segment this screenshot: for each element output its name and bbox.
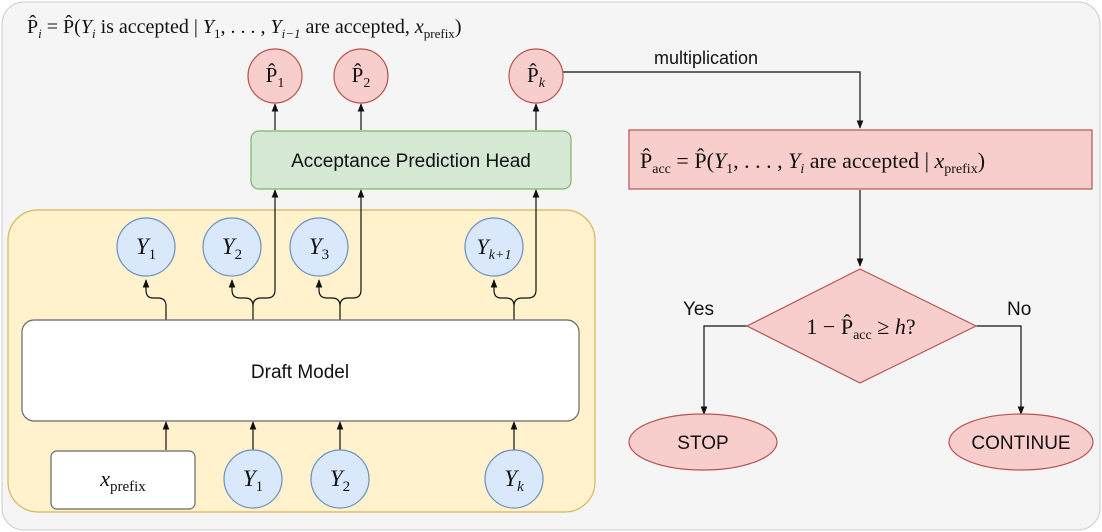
arrow-draft-to-out2 <box>228 279 254 320</box>
p-hat-node-k: P̂k <box>508 48 564 104</box>
arrow-yes-to-stop <box>700 325 748 415</box>
draft-model: Draft Model <box>21 319 580 422</box>
output-token-3-label: Y3 <box>309 234 329 263</box>
arrow-draft-to-head-1 <box>252 189 279 307</box>
continue-node: CONTINUE <box>948 413 1094 471</box>
yes-label: Yes <box>683 299 714 320</box>
stop-node: STOP <box>628 413 778 471</box>
output-token-k-plus-1: Yk+1 <box>464 217 524 277</box>
decision-diamond: 1 − P̂acc ≥ h? <box>745 268 978 384</box>
input-token-k: Yk <box>484 449 544 509</box>
output-token-k-plus-1-label: Yk+1 <box>477 234 512 263</box>
arrow-draft-to-out1 <box>142 279 167 320</box>
output-token-1-label: Y1 <box>136 234 156 263</box>
arrow-no-to-continue <box>975 325 1025 415</box>
arrow-draft-to-head-2 <box>339 189 365 307</box>
output-token-3: Y3 <box>289 217 349 277</box>
output-token-2-label: Y2 <box>222 234 242 263</box>
acceptance-prediction-head: Acceptance Prediction Head <box>250 130 572 190</box>
arrow-draft-to-out3 <box>315 279 341 320</box>
input-token-1: Y1 <box>223 449 283 509</box>
draft-model-label: Draft Model <box>251 362 349 383</box>
output-token-1: Y1 <box>116 217 176 277</box>
p-hat-node-k-label: P̂k <box>527 63 546 91</box>
no-label: No <box>1007 299 1031 320</box>
p-hat-node-2-label: P̂2 <box>352 63 371 91</box>
decision-formula: 1 − P̂acc ≥ h? <box>806 314 915 343</box>
arrow-pk-to-acc <box>562 71 864 129</box>
stop-label: STOP <box>677 433 728 454</box>
multiplication-label: multiplication <box>654 48 758 68</box>
prefix-input: xprefix <box>50 450 196 510</box>
arrow-draft-to-outk <box>490 279 515 320</box>
arrow-draft-to-head-k <box>513 189 540 307</box>
p-hat-node-1: P̂1 <box>247 48 303 104</box>
acceptance-probability-box: P̂acc = P̂(Y1, . . . , Yi are accepted |… <box>628 129 1093 190</box>
prefix-input-label: xprefix <box>99 466 146 495</box>
p-hat-node-1-label: P̂1 <box>266 63 285 91</box>
connectors <box>142 71 1025 450</box>
acceptance-probability-formula: P̂acc = P̂(Y1, . . . , Yi are accepted |… <box>640 148 985 177</box>
input-token-1-label: Y1 <box>243 466 263 495</box>
p-hat-node-2: P̂2 <box>333 48 389 104</box>
continue-label: CONTINUE <box>971 433 1070 454</box>
input-token-2-label: Y2 <box>330 466 350 495</box>
output-token-2: Y2 <box>202 217 262 277</box>
acceptance-head-label: Acceptance Prediction Head <box>291 151 531 172</box>
formula-top: P̂i = P̂(Yi is accepted | Y1, . . . , Yi… <box>27 14 461 41</box>
input-token-k-label: Yk <box>504 466 524 495</box>
input-token-2: Y2 <box>310 449 370 509</box>
